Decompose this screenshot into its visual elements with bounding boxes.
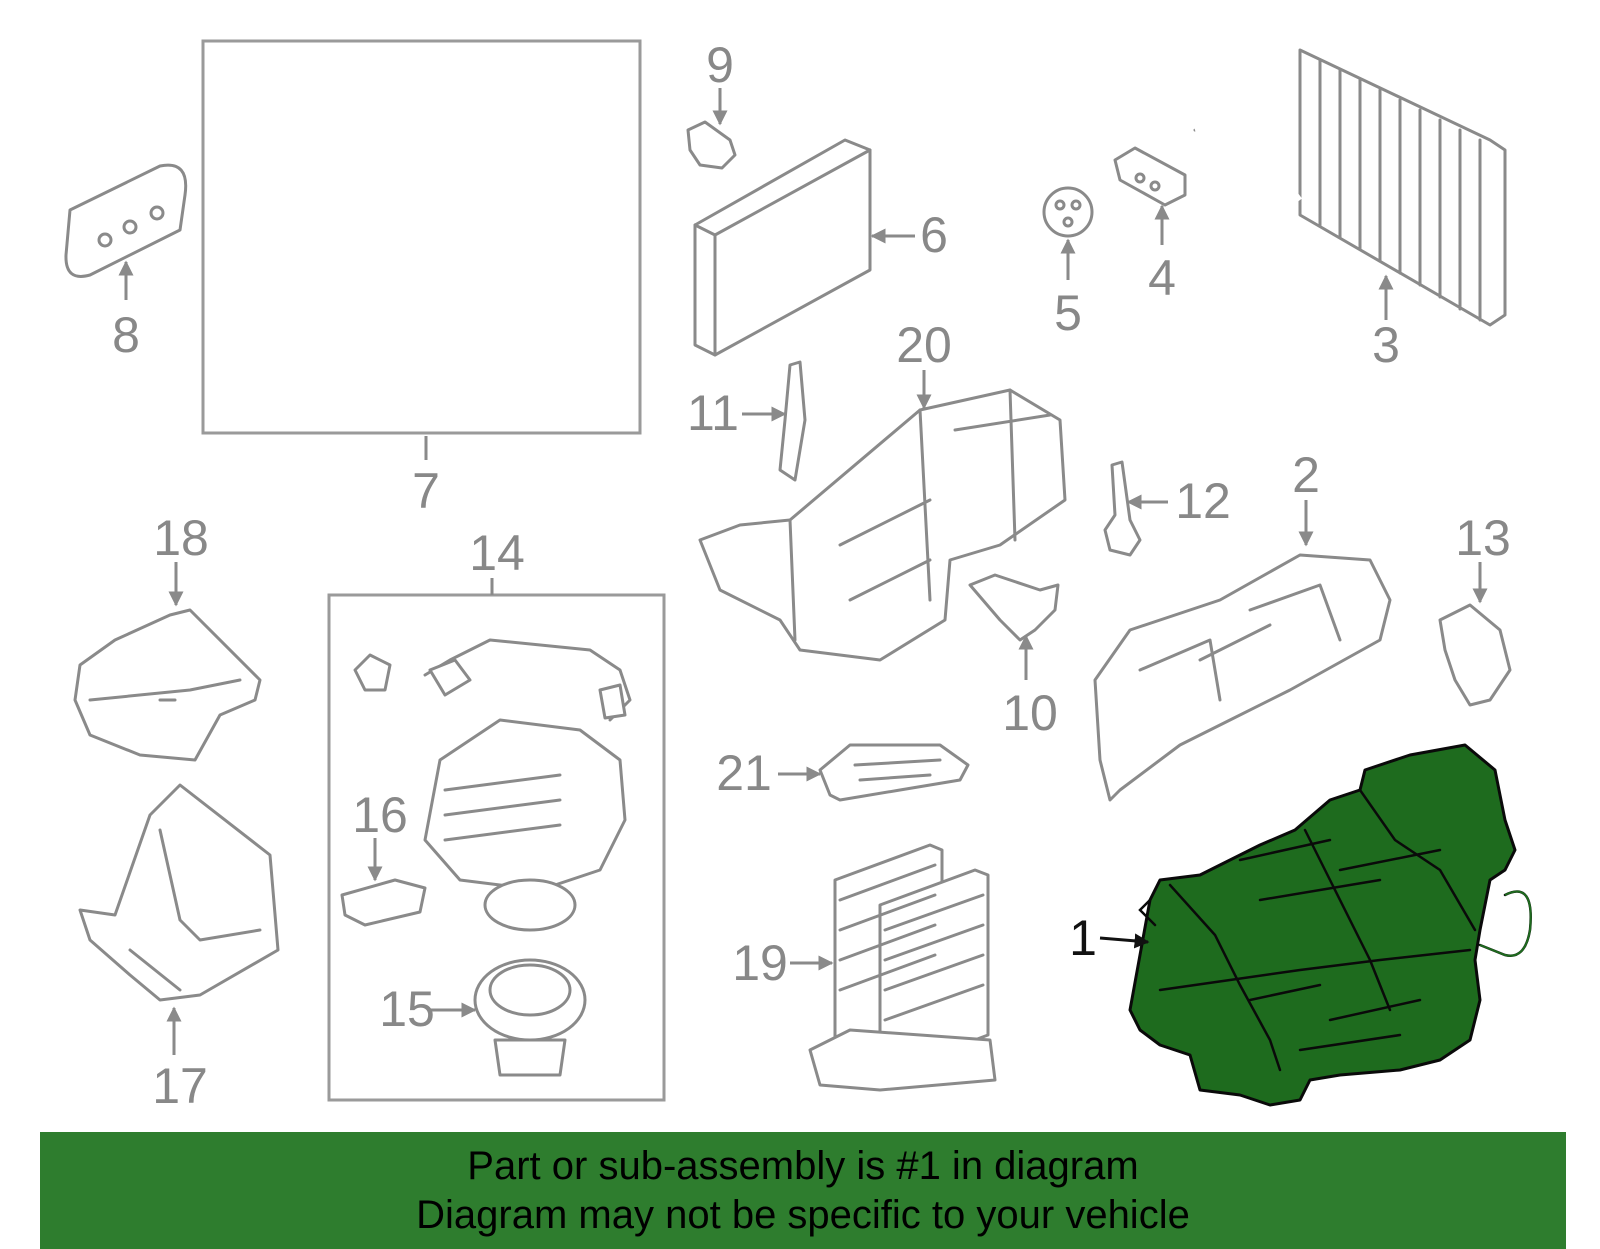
part-15-blower-motor[interactable] <box>473 958 587 1077</box>
callout-20: 20 <box>896 317 952 373</box>
callout-21: 21 <box>716 745 772 801</box>
part-16-filter-clip[interactable] <box>340 878 427 927</box>
part-17-blower-housing[interactable] <box>78 783 280 1002</box>
part-10-bracket[interactable] <box>968 573 1060 642</box>
callout-6: 6 <box>920 207 948 263</box>
part-14-resistor[interactable] <box>353 653 392 692</box>
info-banner: Part or sub-assembly is #1 in diagram Di… <box>40 1132 1566 1249</box>
callout-18: 18 <box>153 510 209 566</box>
banner-line-1: Part or sub-assembly is #1 in diagram <box>467 1143 1139 1188</box>
part-12-sensor-probe[interactable] <box>1103 460 1142 557</box>
banner-line-2: Diagram may not be specific to your vehi… <box>416 1192 1190 1237</box>
leader-1 <box>1099 933 1150 949</box>
callout-15: 15 <box>379 981 435 1037</box>
part-4-expansion-valve[interactable] <box>1113 146 1187 207</box>
callout-1: 1 <box>1069 910 1097 966</box>
callout-12: 12 <box>1175 473 1231 529</box>
part-5-grommet[interactable] <box>1042 186 1094 238</box>
part-14-blower-case[interactable] <box>423 718 627 932</box>
part-3-heater-core[interactable] <box>1193 48 1507 327</box>
callout-7: 7 <box>412 463 440 519</box>
callout-10: 10 <box>1002 685 1058 741</box>
part-8-seal-plate[interactable] <box>64 163 188 278</box>
group-box-7 <box>201 39 642 435</box>
callout-17: 17 <box>152 1058 208 1114</box>
part-6-evaporator[interactable] <box>693 138 872 357</box>
part-1-hvac-assembly[interactable] <box>1128 743 1532 1107</box>
part-2-mode-housing[interactable] <box>1093 553 1392 802</box>
part-9-sensor[interactable] <box>686 120 737 170</box>
callout-16: 16 <box>352 787 408 843</box>
callout-19: 19 <box>732 935 788 991</box>
callout-13: 13 <box>1455 510 1511 566</box>
callout-2: 2 <box>1292 447 1320 503</box>
callout-5: 5 <box>1054 285 1082 341</box>
part-20-housing[interactable] <box>698 388 1067 662</box>
part-11-actuator-link[interactable] <box>778 360 807 482</box>
callout-8: 8 <box>112 307 140 363</box>
part-13-actuator-motor[interactable] <box>1438 603 1512 707</box>
part-19-cabin-filters[interactable] <box>808 843 997 1092</box>
callout-9: 9 <box>706 37 734 93</box>
part-18-housing-cover[interactable] <box>73 608 262 762</box>
callout-4: 4 <box>1148 250 1176 306</box>
group-box-14 <box>327 593 666 1102</box>
part-7-heater-hoses[interactable] <box>212 62 623 392</box>
part-21-grille[interactable] <box>818 743 970 802</box>
callout-14: 14 <box>469 525 525 581</box>
part-14-wiring-harness[interactable] <box>423 638 632 722</box>
callout-11: 11 <box>687 385 739 441</box>
callout-3: 3 <box>1372 317 1400 373</box>
